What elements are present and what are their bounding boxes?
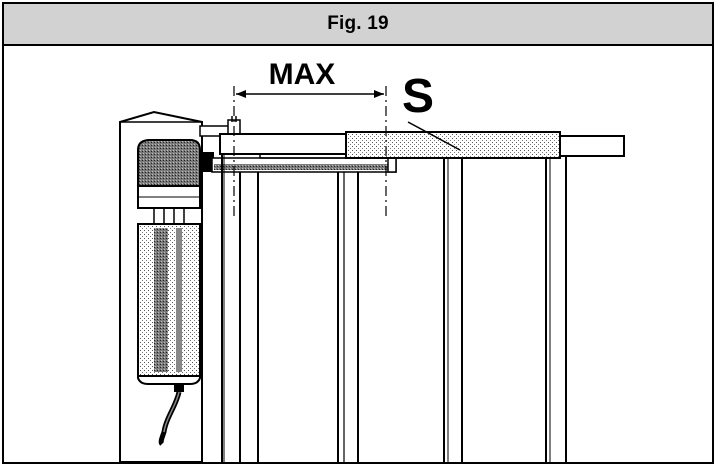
figure-title: Fig. 19 xyxy=(327,13,389,34)
gate-drawing-svg: MAX S xyxy=(119,58,625,462)
figure-header: Fig. 19 xyxy=(4,4,712,46)
actuator-arm xyxy=(211,157,397,173)
gate-frame xyxy=(221,154,567,462)
gate-drawing: MAX S xyxy=(4,46,712,462)
max-dimension: MAX xyxy=(233,58,387,218)
motor-unit xyxy=(137,139,201,446)
s-label: S xyxy=(402,70,434,123)
stop-block-s xyxy=(345,131,561,159)
max-label: MAX xyxy=(269,58,336,91)
s-callout: S xyxy=(402,70,461,151)
gate-top-rail xyxy=(219,133,625,157)
